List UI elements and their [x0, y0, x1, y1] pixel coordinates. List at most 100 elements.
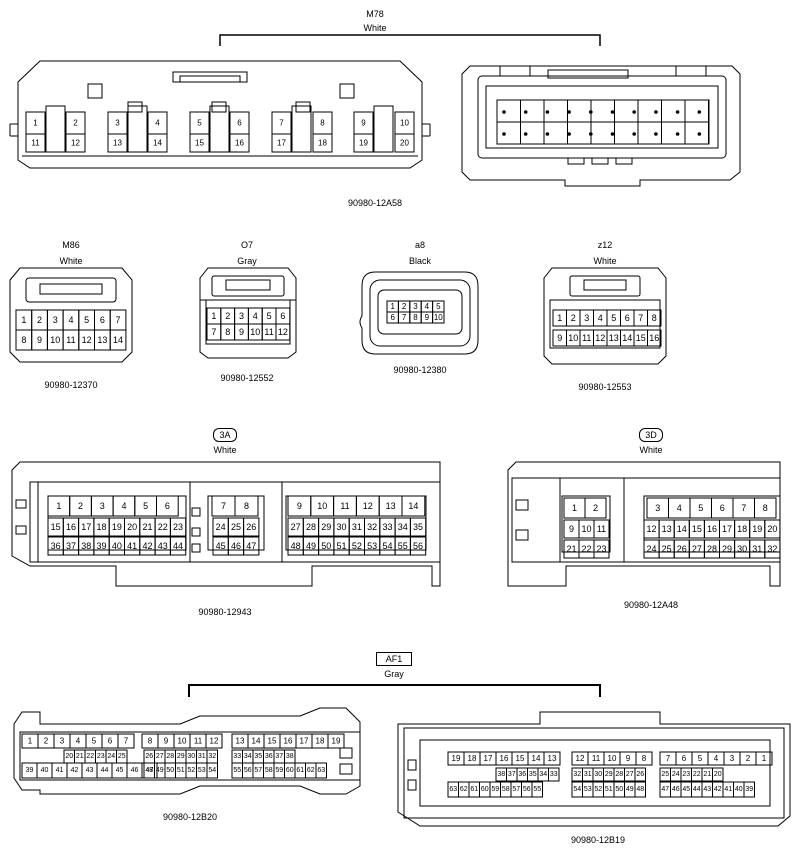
m78-front-slot	[567, 157, 585, 165]
connector-3a-pin-27: 27	[291, 522, 301, 532]
af1-right-pin-17: 17	[484, 754, 493, 763]
m78-pin-6: 6	[237, 119, 242, 128]
connector-3a-body	[29, 481, 441, 563]
m78-pin-14: 14	[153, 139, 162, 148]
af1-right-pin-59: 59	[491, 786, 499, 793]
o7-pin-7: 7	[211, 327, 216, 337]
af1-right-cell	[755, 751, 773, 766]
af1-left-pin-8: 8	[148, 737, 153, 746]
m78-front-dot	[502, 132, 506, 136]
a8-pin-1: 1	[390, 302, 395, 311]
af1-right-pin-32: 32	[573, 771, 581, 778]
af1-right-pin-46: 46	[672, 786, 680, 793]
m78-pin-3: 3	[115, 119, 120, 128]
connector-3a-pin-7: 7	[221, 501, 226, 511]
connector-3d-pin-31: 31	[752, 544, 762, 554]
af1-right-pin-52: 52	[594, 786, 602, 793]
m78-front-latch	[499, 65, 531, 77]
af1-right-cell	[635, 751, 653, 766]
af1-right-pin-34: 34	[539, 771, 547, 778]
af1-left-pin-56: 56	[244, 767, 252, 774]
z12-pin-10: 10	[568, 333, 578, 343]
a8-pin-8: 8	[413, 313, 418, 322]
connector-3a-cell	[401, 495, 426, 517]
connector-3a-key	[191, 527, 201, 537]
af1-right-pin-16: 16	[500, 754, 509, 763]
m78-cavity-pair	[291, 105, 312, 153]
af1-left-key	[339, 763, 353, 775]
af1-right-pin-61: 61	[470, 786, 478, 793]
af1-left-pin-43: 43	[86, 767, 94, 774]
m78-pin-7: 7	[279, 119, 284, 128]
af1-left-pin-38: 38	[286, 753, 294, 760]
af1-right-pin-10: 10	[608, 754, 617, 763]
connector-3a-pin-46: 46	[231, 541, 241, 551]
m78-front-dot	[610, 110, 615, 114]
connector-3d-cell	[584, 497, 607, 519]
m86-pin-10: 10	[50, 335, 60, 345]
af1-right-cell	[634, 781, 646, 798]
m78-pin-4: 4	[155, 119, 160, 128]
af1-left-pin-26: 26	[145, 753, 153, 760]
connector-3a-pin-40: 40	[112, 541, 122, 551]
af1-right-pin-2: 2	[746, 754, 751, 763]
connector-3a-pin-54: 54	[382, 541, 392, 551]
connector-3a-pin-42: 42	[142, 541, 152, 551]
af1-right-pin-58: 58	[502, 786, 510, 793]
m86-latch-inner	[39, 283, 103, 295]
o7-pin-9: 9	[239, 327, 244, 337]
m78-cavity	[189, 133, 210, 153]
connector-3d-pin-1: 1	[572, 503, 577, 513]
m86-pin-9: 9	[37, 335, 42, 345]
af1-left-pin-27: 27	[156, 753, 164, 760]
connector-3d-pin-28: 28	[707, 544, 717, 554]
a8-pin-5: 5	[436, 302, 441, 311]
z12-pin-3: 3	[584, 313, 589, 323]
m78-pin-13: 13	[113, 139, 122, 148]
af1-left-pin-40: 40	[41, 767, 49, 774]
m78-cavity-pair	[127, 105, 148, 153]
af1-right-pin-28: 28	[615, 771, 623, 778]
o7-pin-4: 4	[253, 311, 258, 321]
af1-right-cell	[543, 751, 561, 766]
connector-3d-pin-8: 8	[763, 503, 768, 513]
connector-3a-cell	[169, 517, 187, 537]
af1-right-pin-8: 8	[642, 754, 647, 763]
connector-3a-pin-43: 43	[158, 541, 168, 551]
connector-3a-pin-2: 2	[78, 501, 83, 511]
af1-right-cell	[531, 781, 543, 798]
m78-pin-11: 11	[31, 139, 40, 148]
m78-front-housing	[477, 75, 727, 159]
af1-left-pin-21: 21	[76, 753, 84, 760]
o7-shell	[199, 267, 297, 359]
connector-3d-pin-10: 10	[581, 524, 591, 534]
af1-left-pin-25: 25	[118, 753, 126, 760]
connector-3d-code: 3D	[639, 428, 663, 442]
af1-right-pin-47: 47	[661, 786, 669, 793]
af1-color: Gray	[384, 669, 404, 679]
af1-right-pin-5: 5	[698, 754, 703, 763]
z12-latch	[569, 275, 641, 297]
af1-right-key	[407, 759, 417, 771]
connector-3a-cell	[243, 517, 260, 537]
m86-part-number: 90980-12370	[44, 380, 98, 390]
af1-right-part-number: 90980-12B19	[570, 835, 626, 845]
z12-pin-15: 15	[636, 333, 646, 343]
a8-pin-4: 4	[425, 302, 430, 311]
af1-left-pin-37: 37	[275, 753, 283, 760]
m78-front-dot	[589, 110, 593, 114]
m78-pin-8: 8	[320, 119, 325, 128]
connector-3d-pin-9: 9	[569, 524, 574, 534]
o7-pin-3: 3	[239, 311, 244, 321]
connector-3a-pin-13: 13	[386, 501, 396, 511]
af1-left-pin-44: 44	[101, 767, 109, 774]
m78-cavity	[65, 133, 86, 153]
af1-right-pin-21: 21	[703, 771, 711, 778]
af1-right-pin-1: 1	[762, 754, 767, 763]
z12-pin-14: 14	[622, 333, 632, 343]
z12-pin-9: 9	[557, 333, 562, 343]
af1-left-cell	[327, 733, 345, 749]
connector-3a-pin-8: 8	[244, 501, 249, 511]
af1-right-pin-27: 27	[626, 771, 634, 778]
af1-right-pin-3: 3	[730, 754, 735, 763]
